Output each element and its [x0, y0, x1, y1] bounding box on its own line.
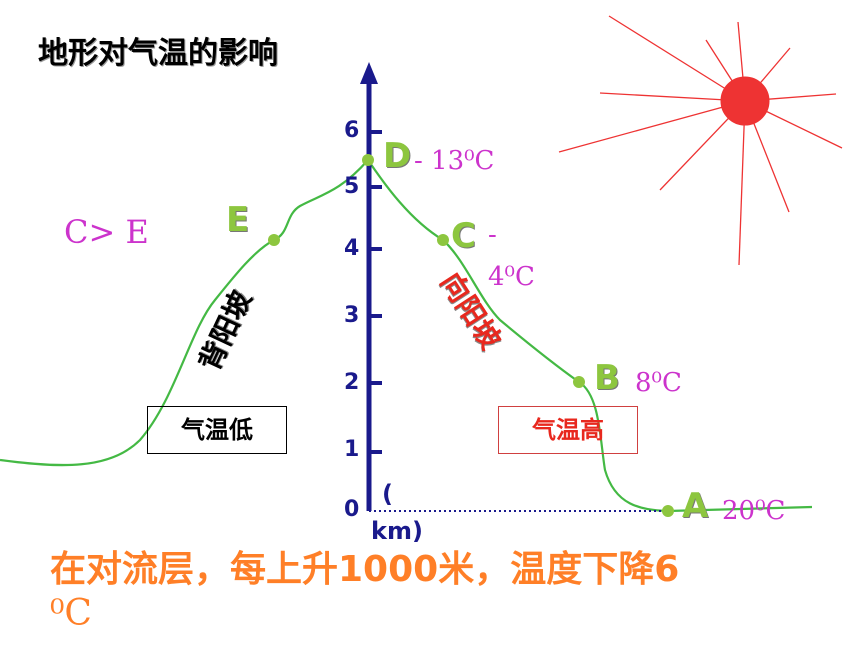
- lapse-rate-note: 在对流层，每上升1000米，温度下降6 ⁰C: [50, 548, 810, 636]
- axis-arrow-icon: [360, 62, 378, 84]
- axis-unit-label: km): [371, 517, 423, 545]
- point-c-label: C: [451, 216, 476, 256]
- point-c-marker: [437, 234, 449, 246]
- point-d-temp: - 13⁰C: [414, 146, 495, 176]
- high-temp-box: 气温高: [498, 406, 638, 454]
- point-d-label: D: [383, 136, 412, 176]
- sun-ray: [608, 15, 746, 102]
- point-a-temp: 20⁰C: [722, 496, 786, 526]
- point-c-temp-dash: -: [488, 220, 497, 250]
- point-a-marker: [662, 505, 674, 517]
- sun-ray: [738, 100, 746, 266]
- axis-unit-paren: (: [382, 480, 393, 508]
- point-e-marker: [268, 234, 280, 246]
- point-a-label: A: [682, 486, 709, 526]
- tick-label-5: 5: [344, 174, 360, 199]
- point-b-label: B: [594, 358, 620, 398]
- point-e-label: E: [226, 200, 250, 240]
- page-title: 地形对气温的影响: [38, 36, 278, 71]
- point-b-marker: [573, 376, 585, 388]
- mountain-profile: [0, 158, 813, 513]
- comparison-text: C> E: [64, 213, 149, 251]
- tick-label-4: 4: [344, 236, 360, 261]
- tick-label-0: 0: [344, 497, 360, 522]
- low-temp-box: 气温低: [147, 406, 287, 454]
- point-d-marker: [362, 154, 374, 166]
- altitude-axis: [360, 62, 382, 511]
- tick-label-2: 2: [344, 370, 360, 395]
- tick-label-1: 1: [344, 437, 360, 462]
- tick-label-6: 6: [344, 118, 360, 143]
- sun-ray: [599, 92, 746, 102]
- point-b-temp: 8⁰C: [635, 368, 682, 398]
- tick-label-3: 3: [344, 303, 360, 328]
- sun-icon: [558, 15, 843, 266]
- sun-ray: [558, 100, 746, 153]
- lapse-rate-unit: ⁰C: [50, 593, 92, 634]
- point-c-temp: 4⁰C: [488, 262, 535, 292]
- lapse-rate-text: 在对流层，每上升1000米，温度下降6: [50, 549, 680, 590]
